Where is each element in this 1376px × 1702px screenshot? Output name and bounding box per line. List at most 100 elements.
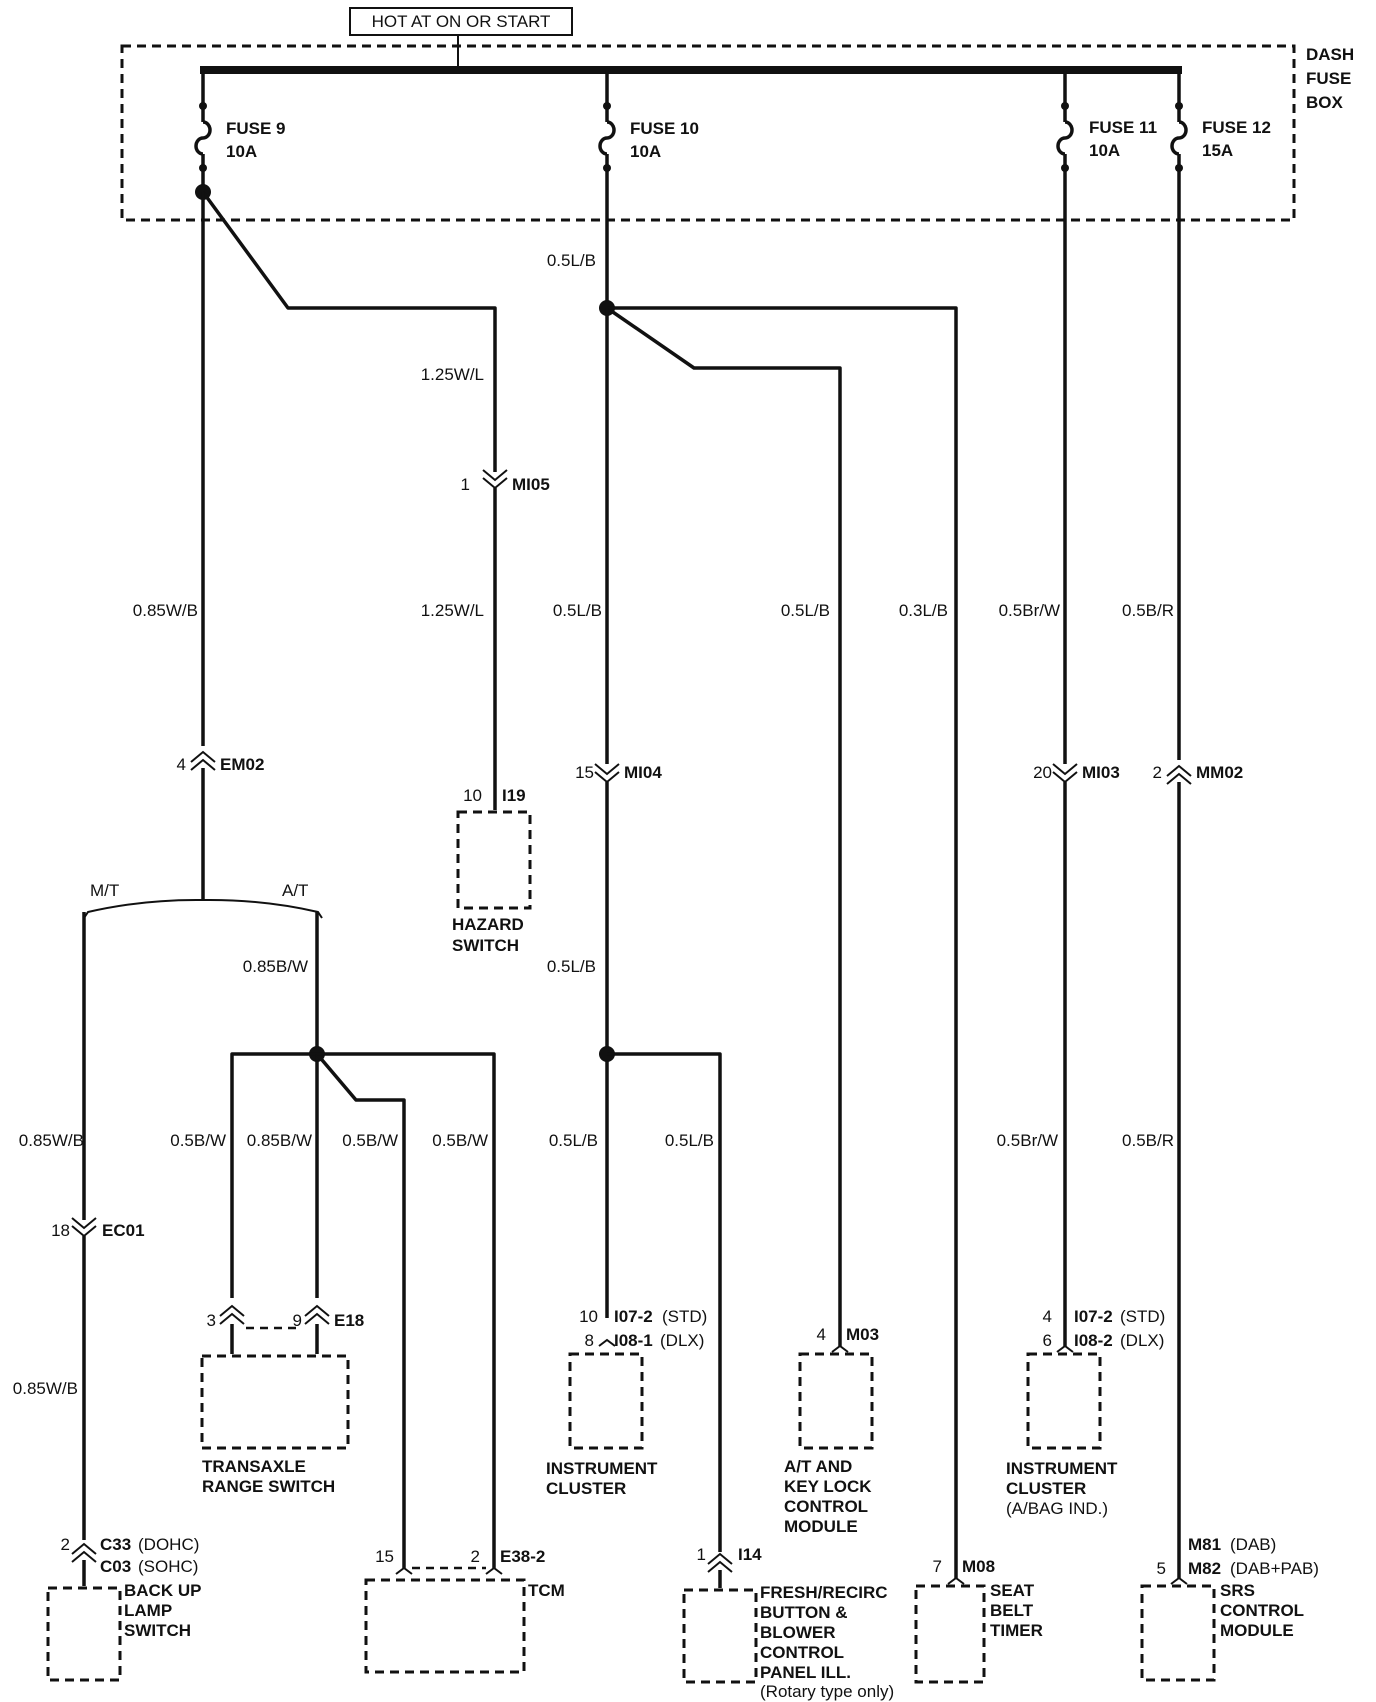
m81-variant: (DAB) <box>1230 1535 1276 1554</box>
em02-pin: 4 <box>177 755 186 774</box>
blower-label-2: BUTTON & <box>760 1603 848 1622</box>
mm02-pin: 2 <box>1153 763 1162 782</box>
mi05-name: MI05 <box>512 475 550 494</box>
connector-mm02-symbol <box>1166 764 1192 785</box>
c33-variant: (DOHC) <box>138 1535 199 1554</box>
em02-name: EM02 <box>220 755 264 774</box>
abag-dlx-variant: (DLX) <box>1120 1331 1164 1350</box>
tcm-label: TCM <box>528 1581 565 1600</box>
mi05-pin: 1 <box>461 475 470 494</box>
m08-pin: 7 <box>933 1557 942 1576</box>
wire-label-mt-2: 0.85W/B <box>13 1379 78 1398</box>
abag-dlx-name: I08-2 <box>1074 1331 1113 1350</box>
wire-label-at-1: 0.85B/W <box>243 957 308 976</box>
wire-label-f9-main: 0.85W/B <box>133 601 198 620</box>
wire-label-f11-2: 0.5Br/W <box>997 1131 1058 1150</box>
cluster-std-pin: 10 <box>579 1307 598 1326</box>
fuse-10-rating: 10A <box>630 142 661 161</box>
srs-control-module-box <box>1140 1584 1216 1682</box>
connector-ec01-symbol <box>71 1217 97 1238</box>
seatbelt-label-2: BELT <box>990 1601 1034 1620</box>
wire-label-f10-main: 0.5L/B <box>553 601 602 620</box>
connector-mi04-symbol <box>594 763 620 784</box>
fuse-9: FUSE 9 10A <box>194 70 286 192</box>
cluster-std-name: I07-2 <box>614 1307 653 1326</box>
i19-pin: 10 <box>463 786 482 805</box>
mi03-pin: 20 <box>1033 763 1052 782</box>
wire-f10-blower <box>607 1052 722 1552</box>
connector-abag-cluster-symbol <box>1056 1344 1074 1353</box>
atkey-label-3: CONTROL <box>784 1497 868 1516</box>
fuse-11-rating: 10A <box>1089 141 1120 160</box>
fuse-9-rating: 10A <box>226 142 257 161</box>
mi04-name: MI04 <box>624 763 662 782</box>
wire-label-f12-1: 0.5B/R <box>1122 601 1174 620</box>
wire-at-tcm-15 <box>315 1052 406 1568</box>
wire-at-transaxle-3 <box>230 1052 317 1298</box>
mt-at-branch <box>83 899 323 919</box>
abag-std-name: I07-2 <box>1074 1307 1113 1326</box>
branch-at: A/T <box>282 881 308 900</box>
srs-label-2: CONTROL <box>1220 1601 1304 1620</box>
seatbelt-label-3: TIMER <box>990 1621 1043 1640</box>
supply-label: HOT AT ON OR START <box>372 12 551 31</box>
e18-pin-a: 3 <box>207 1311 216 1330</box>
connector-mi05-symbol <box>482 469 508 490</box>
srs-label-1: SRS <box>1220 1581 1255 1600</box>
fuse-12-rating: 15A <box>1202 141 1233 160</box>
e38-pin-a: 15 <box>375 1547 394 1566</box>
connector-e18-pin3-symbol <box>219 1304 245 1325</box>
transaxle-range-switch-box <box>200 1354 350 1450</box>
supply-label-box <box>349 7 573 36</box>
blower-control-panel-box <box>682 1588 758 1684</box>
fuse-11: FUSE 11 10A <box>1056 70 1157 220</box>
backup-label-2: LAMP <box>124 1601 172 1620</box>
connector-e38-pin2-symbol <box>485 1566 503 1575</box>
e38-pin-b: 2 <box>471 1547 480 1566</box>
instrument-cluster-box <box>568 1352 644 1450</box>
hazard-label-1: HAZARD <box>452 915 524 934</box>
blower-label-5: PANEL ILL. <box>760 1663 851 1682</box>
wire-label-at-left: 0.5B/W <box>170 1131 226 1150</box>
c33-pin: 2 <box>61 1535 70 1554</box>
fuse-box-label-1: DASH <box>1306 45 1354 64</box>
dash-fuse-box <box>120 44 1296 222</box>
wire-label-mt-1: 0.85W/B <box>19 1131 84 1150</box>
wire-label-f9-hazard-2: 1.25W/L <box>421 601 484 620</box>
abag-std-variant: (STD) <box>1120 1307 1165 1326</box>
m81-name: M81 <box>1188 1535 1221 1554</box>
backup-lamp-switch-box <box>46 1586 122 1682</box>
wire-label-f9-hazard-1: 1.25W/L <box>421 365 484 384</box>
cluster-abag-label-3: (A/BAG IND.) <box>1006 1499 1108 1518</box>
cluster-abag-label-2: CLUSTER <box>1006 1479 1086 1498</box>
connector-i14-symbol <box>707 1552 733 1573</box>
wire-label-f10-cluster: 0.5L/B <box>549 1131 598 1150</box>
wire-label-f10-blower: 0.5L/B <box>665 1131 714 1150</box>
blower-label-6: (Rotary type only) <box>760 1682 894 1701</box>
cluster-dlx-name: I08-1 <box>614 1331 653 1350</box>
cluster-label-1: INSTRUMENT <box>546 1459 658 1478</box>
blower-label-3: BLOWER <box>760 1623 836 1642</box>
abag-dlx-pin: 6 <box>1043 1331 1052 1350</box>
i14-pin: 1 <box>697 1545 706 1564</box>
ec01-name: EC01 <box>102 1221 145 1240</box>
m82-variant: (DAB+PAB) <box>1230 1559 1319 1578</box>
wire-label-f11-1: 0.5Br/W <box>999 601 1060 620</box>
fuse-box-label-3: BOX <box>1306 93 1344 112</box>
srs-label-3: MODULE <box>1220 1621 1294 1640</box>
ec01-pin: 18 <box>51 1221 70 1240</box>
branch-mt: M/T <box>90 881 119 900</box>
cluster-abag-label-1: INSTRUMENT <box>1006 1459 1118 1478</box>
seat-belt-timer-box <box>914 1584 986 1684</box>
wire-fuse9-hazard <box>201 190 497 472</box>
e18-pin-b: 9 <box>293 1311 302 1330</box>
connector-m03-symbol <box>831 1344 849 1353</box>
fuse-11-name: FUSE 11 <box>1089 118 1157 137</box>
mi04-pin: 15 <box>575 763 594 782</box>
i19-name: I19 <box>502 786 526 805</box>
wire-label-f10-seat: 0.3L/B <box>899 601 948 620</box>
c03-variant: (SOHC) <box>138 1557 198 1576</box>
transaxle-label-2: RANGE SWITCH <box>202 1477 335 1496</box>
backup-label-3: SWITCH <box>124 1621 191 1640</box>
blower-label-4: CONTROL <box>760 1643 844 1662</box>
